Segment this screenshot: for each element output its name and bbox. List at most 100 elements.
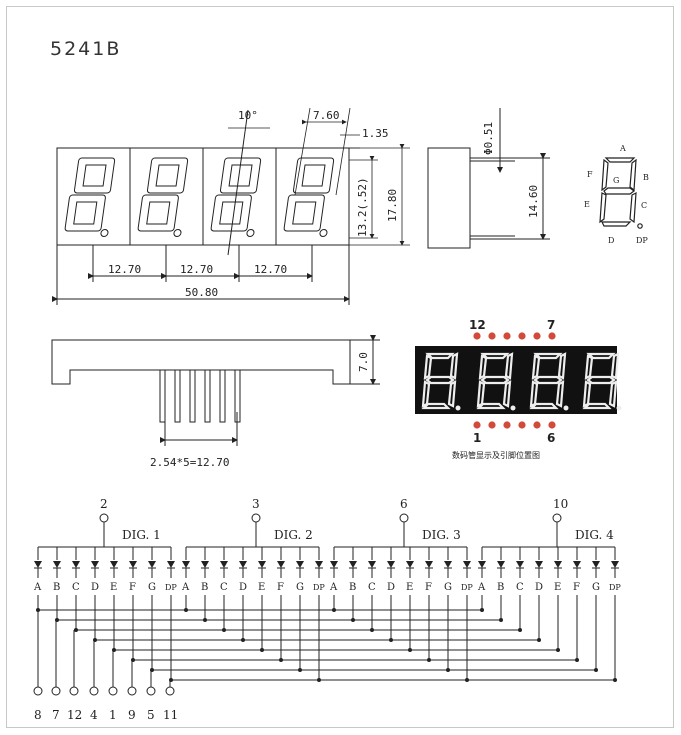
display-digit — [421, 352, 461, 411]
output-pin-number: 7 — [52, 708, 60, 722]
front-digit-outline — [283, 157, 335, 237]
bottom-view — [51, 335, 380, 446]
diode-symbol — [368, 561, 376, 568]
diode-symbol — [110, 561, 118, 568]
segment-label: DP — [461, 583, 473, 592]
segment-label: F — [573, 582, 580, 593]
segment-label: DP — [313, 583, 325, 592]
diode-symbol — [72, 561, 80, 568]
segment-label: E — [110, 582, 117, 593]
front-view — [52, 107, 410, 305]
pin-dot-bottom — [503, 421, 511, 429]
display-digit — [476, 352, 516, 411]
diode-symbol — [129, 561, 137, 568]
angle-label: 10° — [238, 109, 258, 122]
diode-symbol — [296, 561, 304, 568]
segment-legend — [599, 157, 643, 229]
output-pin — [146, 686, 156, 696]
segment-label: DP — [165, 583, 177, 592]
segment-label: A — [181, 582, 190, 593]
pin-dot-bottom — [548, 421, 556, 429]
pin-dot-top — [473, 332, 481, 340]
pin-row-label: 2.54*5=12.70 — [150, 456, 229, 469]
body-height-label: 17.80 — [386, 189, 399, 222]
segment-label: A — [329, 582, 338, 593]
segment-label: C — [368, 582, 376, 593]
pin-label-12: 12 — [469, 318, 486, 332]
bottom-pin — [174, 369, 181, 423]
diode-symbol — [277, 561, 285, 568]
diode-symbol — [425, 561, 433, 568]
pin-dot-bottom — [488, 421, 496, 429]
segment-label: A — [33, 582, 42, 593]
segment-label: D — [387, 582, 395, 593]
segment-label: E — [554, 582, 561, 593]
bottom-pin — [189, 369, 196, 423]
segment-label: B — [201, 582, 208, 593]
output-pin-number: 1 — [109, 708, 117, 722]
pin-label-7: 7 — [547, 318, 555, 332]
diode-symbol — [573, 561, 581, 568]
diode-symbol — [148, 561, 156, 568]
segment-legend-label: A — [619, 144, 626, 153]
display-digit — [582, 352, 622, 411]
total-width-label: 50.80 — [185, 286, 218, 299]
output-pin-number: 8 — [34, 708, 42, 722]
digit-label: DIG. 2 — [274, 528, 313, 542]
diode-symbol — [167, 561, 175, 568]
segment-label: E — [406, 582, 413, 593]
segment-label: B — [497, 582, 504, 593]
bottom-pin — [204, 369, 211, 423]
pin-dot-bottom — [518, 421, 526, 429]
pitch-2-label: 12.70 — [180, 263, 213, 276]
seg-gap-label: 1.35 — [362, 127, 389, 140]
pitch-3-label: 12.70 — [254, 263, 287, 276]
segment-label: B — [53, 582, 60, 593]
front-digit-outline — [64, 157, 116, 237]
diode-symbol — [91, 561, 99, 568]
diode-symbol — [220, 561, 228, 568]
digit-pin-number: 6 — [400, 497, 408, 511]
pitch-1-label: 12.70 — [108, 263, 141, 276]
diode-symbol — [406, 561, 414, 568]
pinout-caption: 数码管显示及引脚位置图 — [452, 450, 540, 460]
pin-dot-top — [488, 332, 496, 340]
bottom-height-label: 7.0 — [357, 352, 370, 372]
output-pin — [69, 686, 79, 696]
segment-label: E — [258, 582, 265, 593]
diode-symbol — [349, 561, 357, 568]
digit-height-label: 13.2(.52) — [356, 177, 369, 237]
output-pin-number: 5 — [147, 708, 155, 722]
segment-legend-label: B — [643, 173, 649, 182]
front-digit-outline — [210, 157, 262, 237]
output-pin-number: 12 — [67, 708, 82, 722]
diode-symbol — [535, 561, 543, 568]
diode-symbol — [201, 561, 209, 568]
bottom-pin — [159, 369, 166, 423]
pin-dot-top — [533, 332, 541, 340]
digit-label: DIG. 1 — [122, 528, 161, 542]
drawing-frame — [6, 6, 674, 728]
segment-label: G — [592, 582, 600, 593]
diode-symbol — [387, 561, 395, 568]
side-height-label: 14.60 — [527, 185, 540, 218]
segment-label: F — [277, 582, 284, 593]
diode-symbol — [444, 561, 452, 568]
common-pin — [552, 513, 562, 523]
output-pin-number: 11 — [163, 708, 178, 722]
pin-label-6: 6 — [547, 431, 555, 445]
segment-label: C — [516, 582, 524, 593]
side-view — [427, 108, 550, 249]
digit-pin-number: 3 — [252, 497, 260, 511]
diode-symbol — [611, 561, 619, 568]
segment-legend-label: DP — [636, 236, 648, 245]
output-pin — [165, 686, 175, 696]
diode-symbol — [34, 561, 42, 568]
digit-width-label: 7.60 — [313, 109, 340, 122]
front-digit-outline — [137, 157, 189, 237]
digit-pin-number: 10 — [553, 497, 568, 511]
diode-symbol — [592, 561, 600, 568]
output-pin-number: 9 — [128, 708, 136, 722]
segment-label: D — [91, 582, 99, 593]
